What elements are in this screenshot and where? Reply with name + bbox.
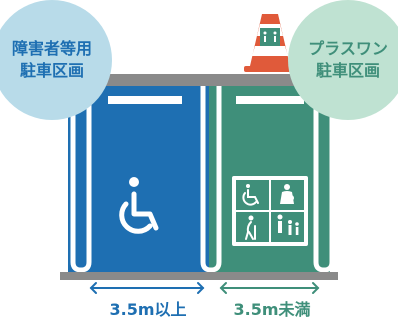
bubble-line: 障害者等用 (11, 39, 92, 59)
traffic-cone-icon (244, 14, 296, 72)
width-arrow-left (89, 282, 205, 294)
stop-bar-right (236, 96, 304, 104)
accessible-space-label-bubble: 障害者等用 駐車区画 (0, 0, 112, 120)
wheelchair-icon (119, 177, 159, 234)
ground-bar (60, 272, 338, 280)
lane-line-left (70, 86, 92, 273)
width-label-left: 3.5m以上 (109, 300, 187, 319)
lane-line-right (313, 86, 335, 273)
bubble-line: 駐車区画 (315, 61, 380, 80)
plus-one-space-label-bubble: プラスワン 駐車区画 (288, 0, 398, 120)
pregnant-woman-icon (280, 184, 294, 204)
lane-line-middle (200, 86, 222, 273)
bubble-line: プラスワン (308, 39, 388, 59)
plus-one-icon-panel (232, 176, 308, 246)
stop-bar-left (108, 96, 182, 104)
wheelchair-icon (242, 184, 259, 206)
elderly-person-icon (245, 215, 256, 240)
width-arrow-right (219, 282, 320, 294)
bubble-line: 駐車区画 (19, 61, 84, 80)
width-label-right: 3.5m未満 (233, 300, 311, 319)
roof-bar (60, 74, 338, 86)
parent-with-children-icon (277, 214, 299, 235)
